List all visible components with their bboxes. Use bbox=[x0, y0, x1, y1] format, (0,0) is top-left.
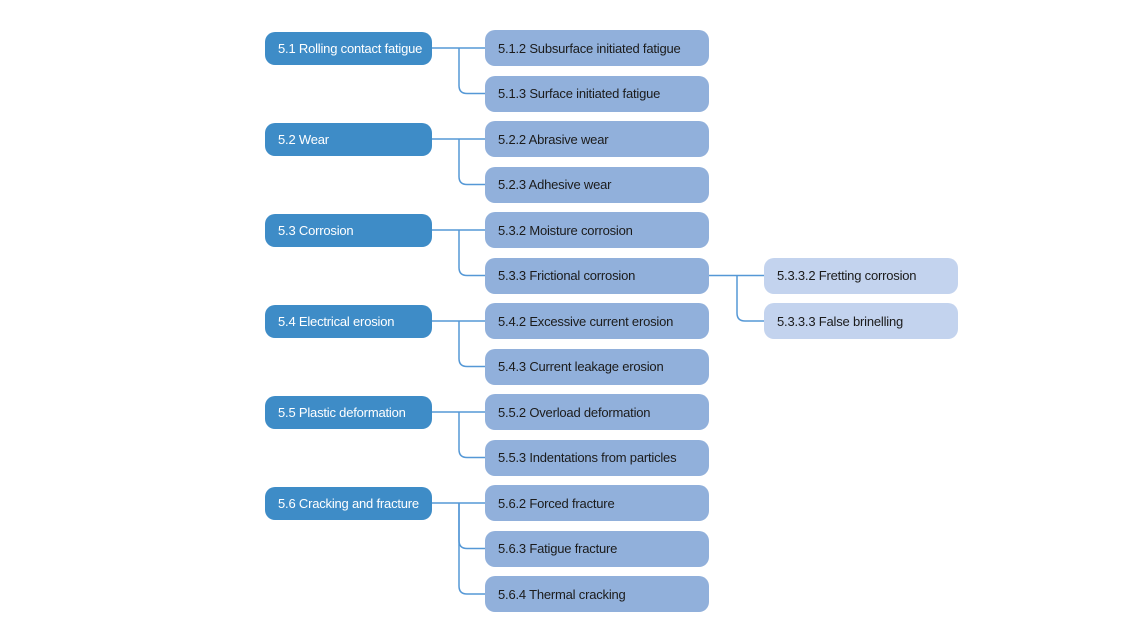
node-5-5-3: 5.5.3 Indentations from particles bbox=[485, 439, 709, 476]
node-5-2-3: 5.2.3 Adhesive wear bbox=[485, 166, 709, 203]
node-label: 5.4.3 Current leakage erosion bbox=[498, 359, 664, 374]
node-5-6-4: 5.6.4 Thermal cracking bbox=[485, 576, 709, 612]
node-5-3: 5.3 Corrosion bbox=[265, 213, 432, 247]
node-5-5: 5.5 Plastic deformation bbox=[265, 395, 432, 429]
node-5-1: 5.1 Rolling contact fatigue bbox=[265, 31, 432, 65]
node-5-2-2: 5.2.2 Abrasive wear bbox=[485, 121, 709, 157]
node-label: 5.6.3 Fatigue fracture bbox=[498, 541, 618, 556]
node-label: 5.6.2 Forced fracture bbox=[498, 495, 615, 511]
node-5-4: 5.4 Electrical erosion bbox=[265, 304, 432, 338]
node-label: 5.1.3 Surface initiated fatigue bbox=[498, 86, 661, 101]
node-5-6-2: 5.6.2 Forced fracture bbox=[485, 485, 709, 521]
node-label: 5.5 Plastic deformation bbox=[278, 404, 406, 420]
node-label: 5.3.2 Moisture corrosion bbox=[498, 222, 633, 238]
node-label: 5.5.3 Indentations from particles bbox=[498, 450, 677, 465]
connector-5-3-3-3 bbox=[736, 275, 764, 322]
node-label: 5.2.3 Adhesive wear bbox=[498, 177, 612, 192]
node-label: 5.1.2 Subsurface initiated fatigue bbox=[498, 40, 681, 56]
node-label: 5.6 Cracking and fracture bbox=[278, 495, 419, 511]
node-5-3-3: 5.3.3 Frictional corrosion bbox=[485, 257, 709, 294]
node-5-2: 5.2 Wear bbox=[265, 122, 432, 156]
node-5-3-3-2: 5.3.3.2 Fretting corrosion bbox=[764, 257, 958, 294]
node-5-3-2: 5.3.2 Moisture corrosion bbox=[485, 212, 709, 248]
connector-5-6-3 bbox=[458, 503, 485, 550]
node-label: 5.3 Corrosion bbox=[278, 222, 354, 238]
node-label: 5.3.3 Frictional corrosion bbox=[498, 268, 636, 283]
node-5-4-2: 5.4.2 Excessive current erosion bbox=[485, 303, 709, 339]
connector-5-6-4 bbox=[458, 503, 485, 595]
node-label: 5.3.3.2 Fretting corrosion bbox=[777, 268, 917, 283]
connector-5-5-3 bbox=[458, 412, 485, 459]
connector-5-3-3 bbox=[458, 230, 485, 277]
node-5-4-3: 5.4.3 Current leakage erosion bbox=[485, 348, 709, 385]
connector-5-1-3 bbox=[458, 48, 485, 95]
node-label: 5.4.2 Excessive current erosion bbox=[498, 313, 674, 329]
node-5-1-3: 5.1.3 Surface initiated fatigue bbox=[485, 75, 709, 112]
node-label: 5.2.2 Abrasive wear bbox=[498, 131, 609, 147]
node-label: 5.2 Wear bbox=[278, 131, 329, 147]
node-label: 5.5.2 Overload deformation bbox=[498, 404, 651, 420]
node-5-6-3: 5.6.3 Fatigue fracture bbox=[485, 530, 709, 567]
connector-5-2-3 bbox=[458, 139, 485, 186]
node-5-6: 5.6 Cracking and fracture bbox=[265, 486, 432, 520]
node-label: 5.3.3.3 False brinelling bbox=[777, 313, 903, 329]
node-5-3-3-3: 5.3.3.3 False brinelling bbox=[764, 303, 958, 339]
node-5-1-2: 5.1.2 Subsurface initiated fatigue bbox=[485, 30, 709, 66]
node-5-5-2: 5.5.2 Overload deformation bbox=[485, 394, 709, 430]
connector-5-4-3 bbox=[458, 321, 485, 368]
node-label: 5.6.4 Thermal cracking bbox=[498, 586, 626, 602]
node-label: 5.1 Rolling contact fatigue bbox=[278, 40, 423, 56]
node-label: 5.4 Electrical erosion bbox=[278, 313, 395, 329]
